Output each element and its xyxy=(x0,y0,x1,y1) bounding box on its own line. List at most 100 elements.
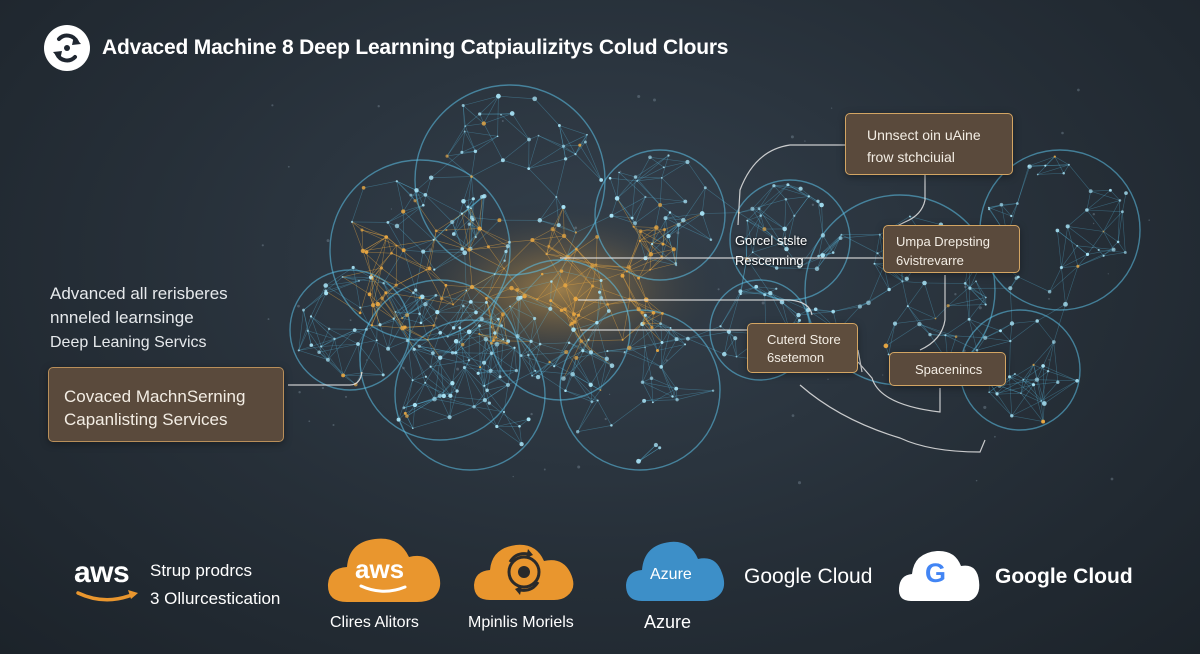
network-link xyxy=(563,206,577,233)
network-link xyxy=(919,323,957,337)
network-link xyxy=(740,258,747,295)
network-link xyxy=(413,292,420,314)
network-link xyxy=(452,341,460,384)
network-link xyxy=(565,285,575,315)
network-link xyxy=(572,374,591,386)
network-link xyxy=(531,351,567,377)
network-node xyxy=(599,279,603,282)
network-node xyxy=(683,199,688,204)
network-link xyxy=(540,343,567,353)
network-node xyxy=(954,335,958,338)
network-link xyxy=(464,131,476,152)
network-node xyxy=(988,391,990,394)
network-link xyxy=(752,242,782,253)
network-node xyxy=(614,196,620,201)
network-node xyxy=(1118,199,1122,202)
network-node xyxy=(500,324,504,327)
network-link xyxy=(611,198,618,216)
network-node xyxy=(563,307,567,312)
network-link xyxy=(1117,211,1123,242)
network-link xyxy=(1011,400,1042,417)
network-node xyxy=(437,393,442,399)
network-link xyxy=(649,263,676,271)
callout-1-line-2: frow stchciuial xyxy=(867,149,955,165)
network-link xyxy=(494,332,532,342)
network-link xyxy=(565,374,573,391)
network-node xyxy=(876,252,879,255)
network-link xyxy=(430,366,453,384)
network-node xyxy=(598,290,602,294)
network-link xyxy=(357,343,384,376)
network-link xyxy=(668,213,703,237)
network-link xyxy=(657,327,671,351)
network-link xyxy=(307,330,329,360)
network-link xyxy=(509,239,533,243)
network-link xyxy=(601,271,628,281)
network-link xyxy=(728,291,741,332)
network-node xyxy=(674,386,679,391)
network-link xyxy=(372,292,387,306)
network-link xyxy=(354,329,389,349)
network-node xyxy=(424,381,427,384)
network-node xyxy=(324,289,328,293)
network-node xyxy=(1047,289,1052,294)
network-link xyxy=(996,379,1024,395)
background-particle xyxy=(1048,297,1050,300)
network-link xyxy=(1020,379,1024,394)
network-link xyxy=(1041,380,1078,402)
network-link xyxy=(773,184,788,186)
network-link xyxy=(462,105,465,132)
network-node xyxy=(644,195,647,199)
network-node xyxy=(626,265,632,270)
background-particle xyxy=(1092,222,1095,225)
network-node xyxy=(494,341,500,347)
network-node xyxy=(651,401,654,404)
network-link xyxy=(747,220,782,244)
network-link xyxy=(746,220,748,259)
network-link xyxy=(1037,304,1066,322)
network-link xyxy=(546,235,565,255)
network-node xyxy=(509,305,511,308)
network-link xyxy=(427,339,441,358)
network-node xyxy=(297,349,300,352)
network-link xyxy=(307,330,335,340)
network-link xyxy=(496,419,529,427)
network-link xyxy=(403,250,416,291)
network-link xyxy=(576,357,591,385)
network-link xyxy=(451,221,463,250)
network-link xyxy=(565,236,598,259)
network-link xyxy=(756,286,777,290)
network-link xyxy=(563,145,576,155)
network-link xyxy=(610,177,638,182)
network-link xyxy=(534,318,541,345)
network-link xyxy=(1036,341,1055,380)
network-link xyxy=(665,217,679,226)
network-node xyxy=(857,304,862,309)
network-node xyxy=(1111,247,1116,252)
network-link xyxy=(646,299,663,314)
network-node xyxy=(1046,369,1050,373)
network-link xyxy=(439,357,445,396)
network-node xyxy=(503,267,505,270)
network-node xyxy=(481,121,486,126)
network-node xyxy=(630,216,634,220)
network-link xyxy=(496,426,522,445)
network-link xyxy=(579,134,588,146)
network-link xyxy=(370,236,388,276)
network-link xyxy=(661,338,677,343)
network-node xyxy=(768,291,773,296)
network-node xyxy=(561,233,567,239)
network-link xyxy=(636,167,664,182)
network-link xyxy=(342,375,356,385)
network-link xyxy=(968,288,971,320)
network-node xyxy=(650,325,654,330)
network-node xyxy=(1009,339,1012,343)
background-particle xyxy=(665,359,668,362)
network-link xyxy=(1063,164,1070,174)
network-link xyxy=(563,340,582,379)
network-node xyxy=(460,247,464,251)
network-link xyxy=(430,359,470,367)
network-node xyxy=(477,226,482,231)
network-link xyxy=(740,258,748,295)
